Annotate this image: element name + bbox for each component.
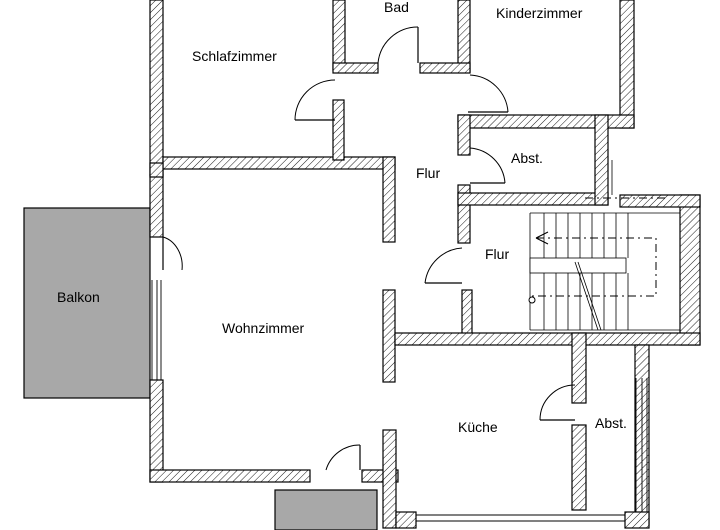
walls: [149, 0, 701, 529]
room-label-schlafzimmer: Schlafzimmer: [192, 48, 277, 64]
balcony-area: [23, 207, 151, 399]
room-label-abst-lower: Abst.: [595, 415, 627, 431]
room-label-kueche: Küche: [458, 419, 498, 435]
doors: [162, 26, 576, 471]
windows: [151, 280, 648, 522]
bottom-terrace: [274, 489, 378, 530]
staircase: [528, 160, 680, 331]
room-labels: Bad Kinderzimmer Schlafzimmer Flur Abst.…: [57, 0, 627, 435]
room-label-balkon: Balkon: [57, 289, 100, 305]
room-label-bad: Bad: [384, 0, 409, 15]
room-label-flur-upper: Flur: [416, 165, 440, 181]
room-label-wohnzimmer: Wohnzimmer: [222, 320, 305, 336]
room-label-kinderzimmer: Kinderzimmer: [496, 5, 583, 21]
room-label-abst-upper: Abst.: [511, 150, 543, 166]
room-label-flur-stair: Flur: [485, 246, 509, 262]
